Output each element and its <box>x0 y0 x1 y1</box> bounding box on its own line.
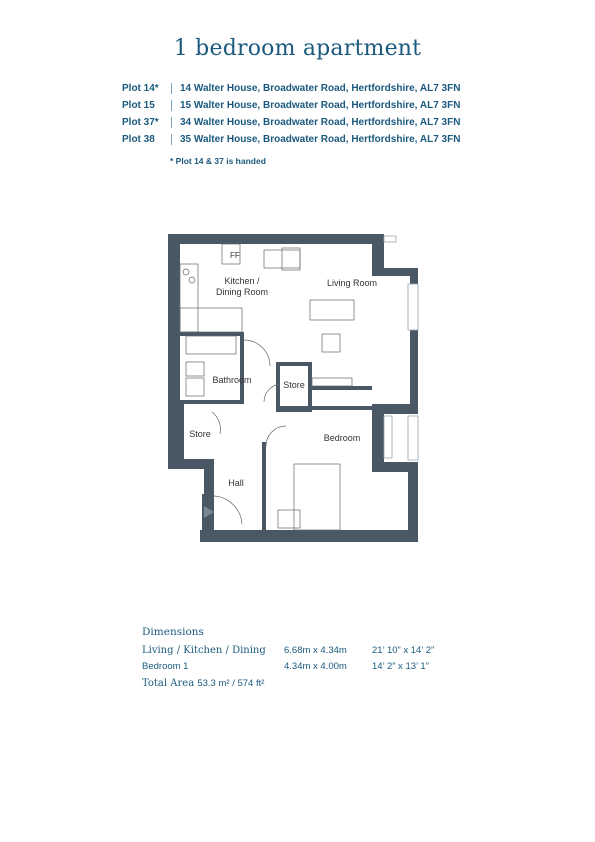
plot-row: Plot 14* 14 Walter House, Broadwater Roa… <box>122 80 460 97</box>
dimension-room: Bedroom 1 <box>142 660 189 672</box>
floor-plan: FF Kitchen / Dining Room Living Room Bat… <box>168 234 419 542</box>
room-label-bathroom: Bathroom <box>212 375 251 385</box>
entrance-arrow-icon <box>204 506 214 518</box>
room-label-hall: Hall <box>228 478 244 488</box>
plot-label: Plot 37* <box>122 117 159 128</box>
divider <box>171 134 172 145</box>
divider <box>171 100 172 111</box>
divider <box>171 83 172 94</box>
plot-row: Plot 15 15 Walter House, Broadwater Road… <box>122 97 460 114</box>
dimension-row: Bedroom 1 4.34m x 4.00m 14’ 2” x 13’ 1” <box>142 658 462 674</box>
dimension-metric: 6.68m x 4.34m <box>284 644 347 656</box>
room-label-store: Store <box>189 429 211 439</box>
kitchen-units <box>179 243 355 531</box>
dimension-imperial: 21’ 10” x 14’ 2” <box>372 644 435 656</box>
dimension-imperial: 14’ 2” x 13’ 1” <box>372 660 429 672</box>
dimensions-table: Dimensions Living / Kitchen / Dining 6.6… <box>142 626 462 689</box>
divider <box>171 117 172 128</box>
door-swings <box>211 339 287 525</box>
total-area-label: Total Area <box>142 678 195 689</box>
dimension-row: Living / Kitchen / Dining 6.68m x 4.34m … <box>142 642 462 658</box>
room-label-store: Store <box>283 380 305 390</box>
walls <box>168 234 418 542</box>
total-area-value: 53.3 m² / 574 ft² <box>197 678 265 689</box>
plot-label: Plot 15 <box>122 100 155 111</box>
plot-list: Plot 14* 14 Walter House, Broadwater Roa… <box>122 80 460 148</box>
page-title: 1 bedroom apartment <box>173 36 422 61</box>
handed-note: * Plot 14 & 37 is handed <box>170 156 266 166</box>
plot-address: 15 Walter House, Broadwater Road, Hertfo… <box>180 100 461 111</box>
plot-row: Plot 37* 34 Walter House, Broadwater Roa… <box>122 114 460 131</box>
room-label-dining: Dining Room <box>216 287 268 297</box>
plot-row: Plot 38 35 Walter House, Broadwater Road… <box>122 131 460 148</box>
plot-label: Plot 38 <box>122 134 155 145</box>
plot-address: 14 Walter House, Broadwater Road, Hertfo… <box>180 83 461 94</box>
plot-address: 34 Walter House, Broadwater Road, Hertfo… <box>180 117 461 128</box>
total-area: Total Area 53.3 m² / 574 ft² <box>142 678 462 689</box>
windows <box>383 235 419 461</box>
room-label-kitchen: Kitchen / <box>224 276 260 286</box>
room-label-living: Living Room <box>327 278 377 288</box>
dimensions-title: Dimensions <box>142 626 204 638</box>
dimension-metric: 4.34m x 4.00m <box>284 660 347 672</box>
room-label-ff: FF <box>230 251 240 260</box>
dimension-room: Living / Kitchen / Dining <box>142 644 266 656</box>
plot-address: 35 Walter House, Broadwater Road, Hertfo… <box>180 134 461 145</box>
plot-label: Plot 14* <box>122 83 159 94</box>
room-label-bedroom: Bedroom <box>324 433 361 443</box>
